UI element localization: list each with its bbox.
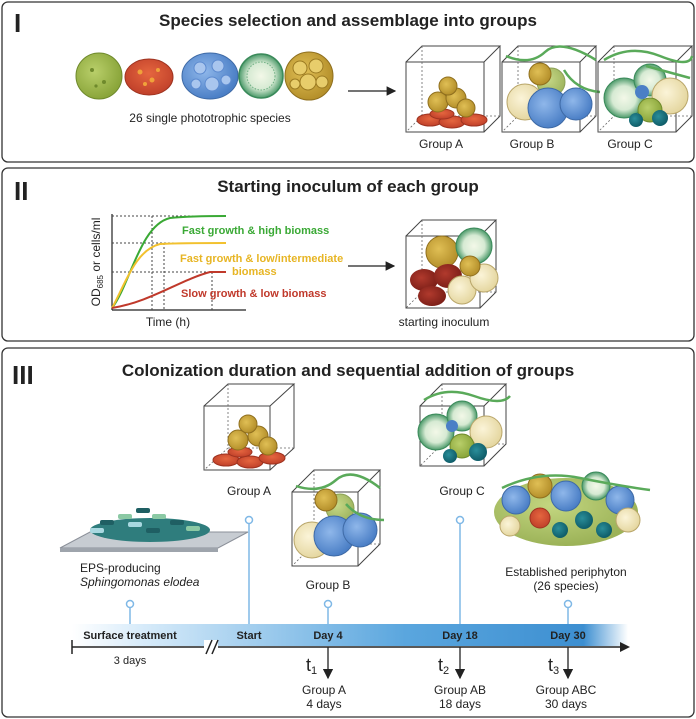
starting-inoculum-cube xyxy=(405,219,499,309)
growth-chart-xlabel: Time (h) xyxy=(146,315,190,329)
species-cyst-cell xyxy=(238,53,284,99)
sample-point-t2: t2 Group AB 18 days xyxy=(434,647,486,711)
label-fast-low-line1: Fast growth & low/intermediate xyxy=(180,253,343,265)
sample-point-t1: t1 Group A 4 days xyxy=(302,647,346,711)
group-a-cube xyxy=(405,45,502,133)
panel-3-title: Colonization duration and sequential add… xyxy=(122,361,574,380)
timeline-day-30: Day 30 xyxy=(550,630,585,642)
sample-t3-days: 30 days xyxy=(545,697,587,711)
timeline-surface-treatment: Surface treatment xyxy=(83,630,177,642)
sample-point-t3: t3 Group ABC 30 days xyxy=(536,647,597,711)
established-label-line1: Established periphyton xyxy=(505,565,626,579)
growth-chart-ylabel: OD685 or cells/ml xyxy=(89,218,105,307)
group-b-label: Group B xyxy=(510,137,555,151)
timeline-group-b-cube xyxy=(291,469,385,567)
timeline-start: Start xyxy=(236,630,261,642)
growth-chart xyxy=(111,214,246,311)
timeline-surface-days: 3 days xyxy=(114,655,147,667)
species-blue-cell xyxy=(181,52,239,100)
label-slow: Slow growth & low biomass xyxy=(181,288,326,300)
timeline-axis-arrowhead xyxy=(620,642,630,652)
species-green-cell xyxy=(75,52,123,100)
established-label-line2: (26 species) xyxy=(533,579,598,593)
panel-2-title: Starting inoculum of each group xyxy=(217,177,479,196)
timeline-group-a-cube xyxy=(203,383,296,471)
label-fast-low-line2: biomass xyxy=(232,266,277,278)
species-gold-cell xyxy=(284,51,334,101)
species-red-cell xyxy=(124,58,174,96)
timeline-group-c-cube xyxy=(417,383,511,467)
panel-1-numeral: I xyxy=(14,8,21,38)
label-fast-high: Fast growth & high biomass xyxy=(182,225,329,237)
established-periphyton-illustration xyxy=(494,471,651,546)
timeline-day-4: Day 4 xyxy=(313,630,343,642)
sample-t1-group: Group A xyxy=(302,683,346,697)
eps-label-line1: EPS-producing xyxy=(80,561,161,575)
svg-text:t1: t1 xyxy=(306,655,317,677)
sample-t2-days: 18 days xyxy=(439,697,481,711)
panel-2-numeral: II xyxy=(14,176,28,206)
starting-inoculum-label: starting inoculum xyxy=(399,315,490,329)
group-b-cube xyxy=(501,45,601,133)
panel-2-frame xyxy=(1,167,695,342)
species-caption: 26 single phototrophic species xyxy=(129,111,290,125)
sample-t1-days: 4 days xyxy=(306,697,341,711)
panel-1-title: Species selection and assemblage into gr… xyxy=(159,11,537,30)
timeline-connectors xyxy=(125,515,573,624)
panel-1-frame xyxy=(1,1,695,163)
curve-fast-low xyxy=(111,242,227,309)
sample-t2-group: Group AB xyxy=(434,683,486,697)
timeline-day-18: Day 18 xyxy=(442,630,477,642)
panel-3-numeral: III xyxy=(12,360,34,390)
svg-text:t2: t2 xyxy=(438,655,449,677)
group-c-cube xyxy=(597,45,694,133)
timeline-group-a-label: Group A xyxy=(227,484,271,498)
svg-text:t3: t3 xyxy=(548,655,559,677)
group-a-label: Group A xyxy=(419,137,463,151)
group-c-label: Group C xyxy=(607,137,653,151)
timeline-break xyxy=(204,639,219,655)
sample-t3-group: Group ABC xyxy=(536,683,597,697)
eps-tray-illustration xyxy=(59,508,249,552)
eps-label-line2: Sphingomonas elodea xyxy=(80,575,200,589)
curve-slow xyxy=(111,271,226,309)
timeline-group-b-label: Group B xyxy=(306,578,351,592)
timeline-group-c-label: Group C xyxy=(439,484,485,498)
